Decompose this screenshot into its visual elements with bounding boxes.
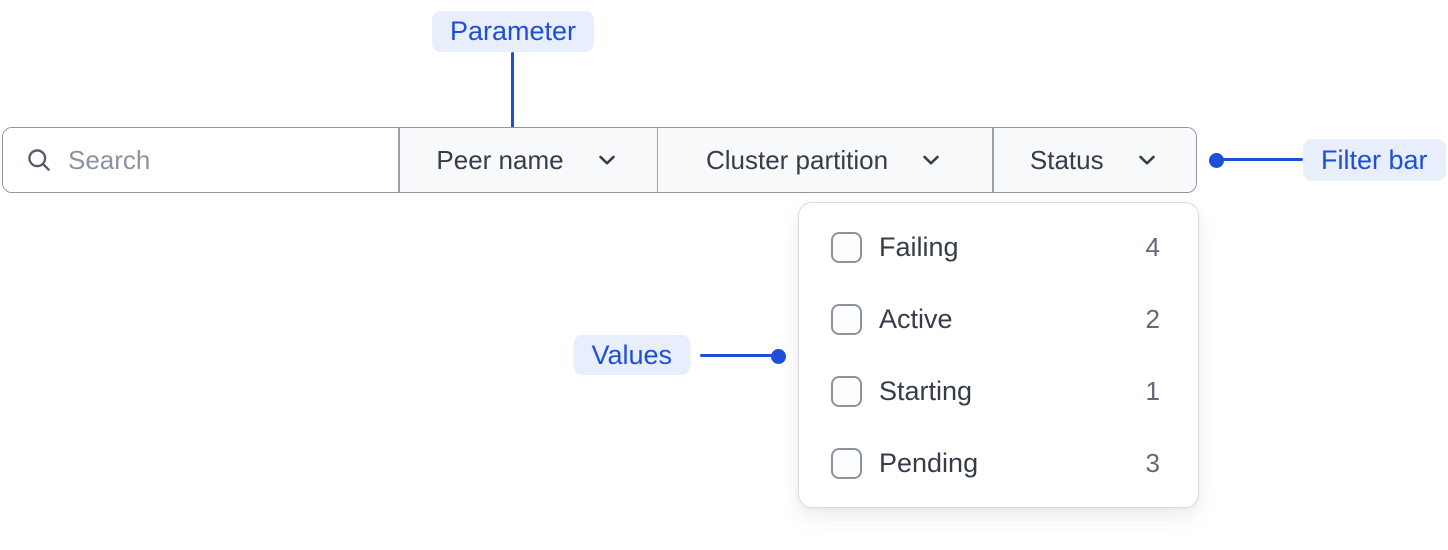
option-label: Failing — [879, 231, 959, 262]
parameter-annotation-badge: Parameter — [431, 11, 595, 52]
filter-bar-connector-line — [1217, 158, 1303, 161]
dropdown-status[interactable]: Status — [993, 128, 1196, 192]
dropdown-peer-name[interactable]: Peer name — [399, 128, 657, 192]
filter-bar-divider — [656, 128, 658, 192]
checkbox-failing[interactable] — [831, 231, 862, 263]
option-count: 2 — [1145, 303, 1160, 334]
chevron-down-icon — [923, 155, 939, 165]
dropdown-cluster-partition[interactable]: Cluster partition — [658, 128, 992, 192]
search-icon — [28, 149, 50, 171]
checkbox-pending[interactable] — [831, 447, 862, 479]
dropdown-cluster-partition-label: Cluster partition — [705, 144, 889, 175]
filter-bar: Peer name Cluster partition Status — [2, 127, 1197, 193]
option-label: Pending — [879, 447, 979, 478]
filter-bar-divider — [398, 128, 400, 192]
option-count: 1 — [1145, 375, 1160, 406]
dropdown-status-label: Status — [1029, 144, 1104, 175]
dropdown-option-starting[interactable]: Starting 1 — [799, 355, 1198, 427]
option-count: 3 — [1145, 447, 1160, 478]
option-label: Active — [879, 303, 953, 334]
search-box[interactable] — [3, 128, 398, 192]
checkbox-starting[interactable] — [831, 375, 862, 407]
option-count: 4 — [1145, 231, 1160, 262]
dropdown-option-active[interactable]: Active 2 — [799, 283, 1198, 355]
dropdown-peer-name-label: Peer name — [436, 144, 564, 175]
status-dropdown-panel: Failing 4 Active 2 Starting 1 Pending 3 — [798, 202, 1199, 508]
dropdown-option-pending[interactable]: Pending 3 — [799, 427, 1198, 499]
parameter-connector-line — [511, 52, 514, 134]
filter-bar-annotation-badge: Filter bar — [1303, 139, 1446, 181]
chevron-down-icon — [1138, 155, 1155, 165]
values-connector-dot — [771, 349, 786, 364]
values-annotation-badge: Values — [573, 335, 690, 375]
values-connector-line — [700, 354, 772, 357]
filter-bar-connector-dot — [1209, 153, 1224, 168]
chevron-down-icon — [598, 155, 615, 165]
option-label: Starting — [879, 375, 973, 406]
search-input[interactable] — [68, 144, 388, 176]
dropdown-option-failing[interactable]: Failing 4 — [799, 211, 1198, 283]
filter-bar-divider — [992, 128, 994, 192]
checkbox-active[interactable] — [831, 303, 862, 335]
